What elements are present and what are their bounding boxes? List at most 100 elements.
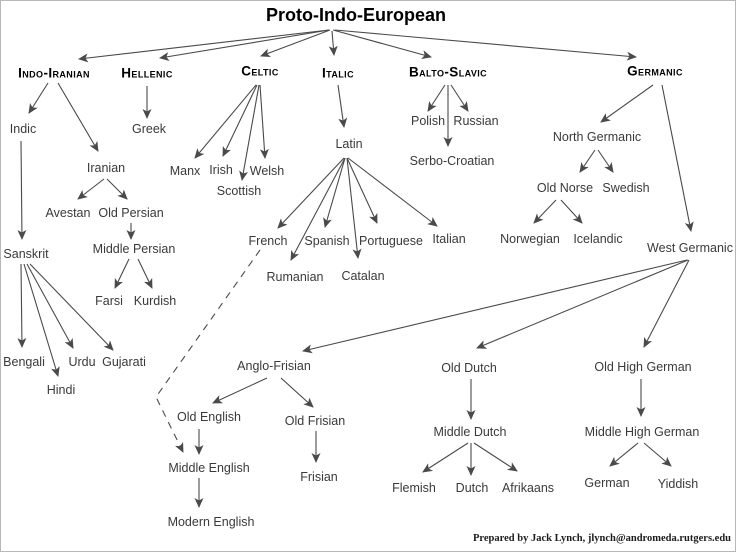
node-italian: Italian	[432, 231, 466, 246]
node-afrikaans: Afrikaans	[501, 480, 555, 495]
edge-latin-catalan	[346, 157, 362, 259]
edge-pie-indoiranian	[78, 29, 330, 63]
node-serbo-croatian: Serbo-Croatian	[409, 153, 495, 168]
node-old-persian: Old Persian	[98, 205, 164, 220]
edge-middlehighgerman-yiddish	[643, 442, 672, 467]
node-manx: Manx	[169, 163, 201, 178]
branch-hellenic: Hellenic	[121, 65, 173, 81]
node-old-english: Old English	[177, 409, 241, 424]
node-sanskrit: Sanskrit	[3, 246, 49, 261]
edge-celtic-irish	[222, 84, 258, 157]
node-kurdish: Kurdish	[133, 293, 177, 308]
edge-indoiranian-indic	[28, 82, 49, 114]
branch-italic: Italic	[322, 65, 354, 81]
node-old-high-german: Old High German	[594, 359, 692, 374]
node-welsh: Welsh	[249, 163, 285, 178]
edge-celtic-manx	[194, 84, 257, 159]
edge-pie-hellenic	[159, 29, 330, 61]
credit-line: Prepared by Jack Lynch, jlynch@andromeda…	[473, 533, 731, 544]
node-middle-english: Middle English	[168, 460, 250, 475]
node-rumanian: Rumanian	[266, 269, 324, 284]
node-anglo-frisian: Anglo-Frisian	[237, 358, 311, 373]
edge-germanic-northgermanic	[600, 84, 654, 123]
node-west-germanic: West Germanic	[647, 240, 733, 255]
node-frisian: Frisian	[300, 469, 338, 484]
edge-pie-italic	[328, 30, 338, 56]
edge-anglofrisian-oldenglish	[212, 377, 268, 404]
node-spanish: Spanish	[304, 233, 350, 248]
edge-middlepersian-farsi	[114, 258, 130, 289]
edge-middledutch-flemish	[422, 442, 469, 473]
edge-indoiranian-iranian	[57, 82, 99, 152]
edge-sanskrit-bengali	[17, 263, 27, 348]
node-icelandic: Icelandic	[573, 231, 623, 246]
edge-baltoslavic-russian	[450, 84, 469, 112]
node-swedish: Swedish	[602, 180, 650, 195]
node-middle-high-german: Middle High German	[584, 424, 700, 439]
edge-westgermanic-olddutch	[476, 259, 689, 349]
edge-celtic-welsh	[259, 84, 269, 159]
node-flemish: Flemish	[392, 480, 436, 495]
node-old-frisian: Old Frisian	[284, 413, 346, 428]
edge-oldnorse-norwegian	[533, 199, 557, 224]
node-modern-english: Modern English	[167, 514, 255, 529]
edge-sanskrit-hindi	[23, 263, 60, 377]
edge-pie-germanic	[334, 29, 637, 61]
edge-pie-baltoslavic	[332, 29, 432, 59]
edge-westgermanic-anglofrisian	[302, 259, 688, 354]
branch-celtic: Celtic	[241, 63, 279, 79]
edge-latin-spanish	[323, 157, 346, 228]
node-yiddish: Yiddish	[657, 476, 699, 491]
edge-iranian-avestan	[77, 178, 105, 200]
node-bengali: Bengali	[3, 354, 45, 369]
edge-pie-celtic	[260, 29, 331, 58]
node-old-norse: Old Norse	[536, 180, 594, 195]
node-catalan: Catalan	[341, 268, 385, 283]
node-hindi: Hindi	[46, 382, 76, 397]
node-farsi: Farsi	[95, 293, 123, 308]
edge-germanic-westgermanic	[661, 84, 694, 232]
node-avestan: Avestan	[45, 205, 91, 220]
node-gujarati: Gujarati	[102, 354, 146, 369]
edge-italic-latin	[337, 84, 348, 128]
node-indic: Indic	[9, 121, 37, 136]
edge-iranian-oldpersian	[106, 178, 128, 200]
edge-northgermanic-swedish	[597, 149, 614, 173]
edge-westgermanic-oldhighgerman	[643, 259, 690, 348]
edge-latin-italian	[347, 157, 438, 227]
node-russian: Russian	[453, 113, 499, 128]
node-irish: Irish	[209, 162, 233, 177]
node-latin: Latin	[335, 136, 363, 151]
edge-anglofrisian-oldfrisian	[280, 377, 314, 408]
node-polish: Polish	[410, 113, 446, 128]
edge-baltoslavic-polish	[427, 84, 446, 112]
node-greek: Greek	[131, 121, 167, 136]
edge-celtic-scottish	[239, 84, 260, 181]
diagram-title: Proto-Indo-European	[266, 5, 446, 25]
edge-northgermanic-oldnorse	[579, 149, 596, 173]
node-north-germanic: North Germanic	[552, 129, 642, 144]
branch-balto-slavic: Balto-Slavic	[408, 64, 488, 80]
node-old-dutch: Old Dutch	[441, 360, 497, 375]
edge-latin-rumanian	[290, 157, 346, 261]
edge-sanskrit-urdu	[26, 263, 74, 349]
node-middle-dutch: Middle Dutch	[433, 424, 507, 439]
node-norwegian: Norwegian	[500, 231, 560, 246]
node-german: German	[584, 475, 630, 490]
edge-middlepersian-kurdish	[137, 258, 153, 289]
node-iranian: Iranian	[86, 160, 126, 175]
edge-latin-portuguese	[346, 157, 378, 224]
edge-middlehighgerman-german	[609, 442, 639, 467]
node-portuguese: Portuguese	[359, 233, 423, 248]
edge-oldnorse-icelandic	[560, 199, 583, 224]
node-dutch: Dutch	[455, 480, 489, 495]
node-french: French	[248, 233, 288, 248]
edge-middledutch-afrikaans	[473, 442, 518, 472]
node-scottish: Scottish	[216, 183, 262, 198]
node-urdu: Urdu	[68, 354, 96, 369]
edge-indic-sanskrit	[17, 140, 27, 240]
node-middle-persian: Middle Persian	[92, 241, 176, 256]
edge-sanskrit-gujarati	[29, 263, 114, 351]
